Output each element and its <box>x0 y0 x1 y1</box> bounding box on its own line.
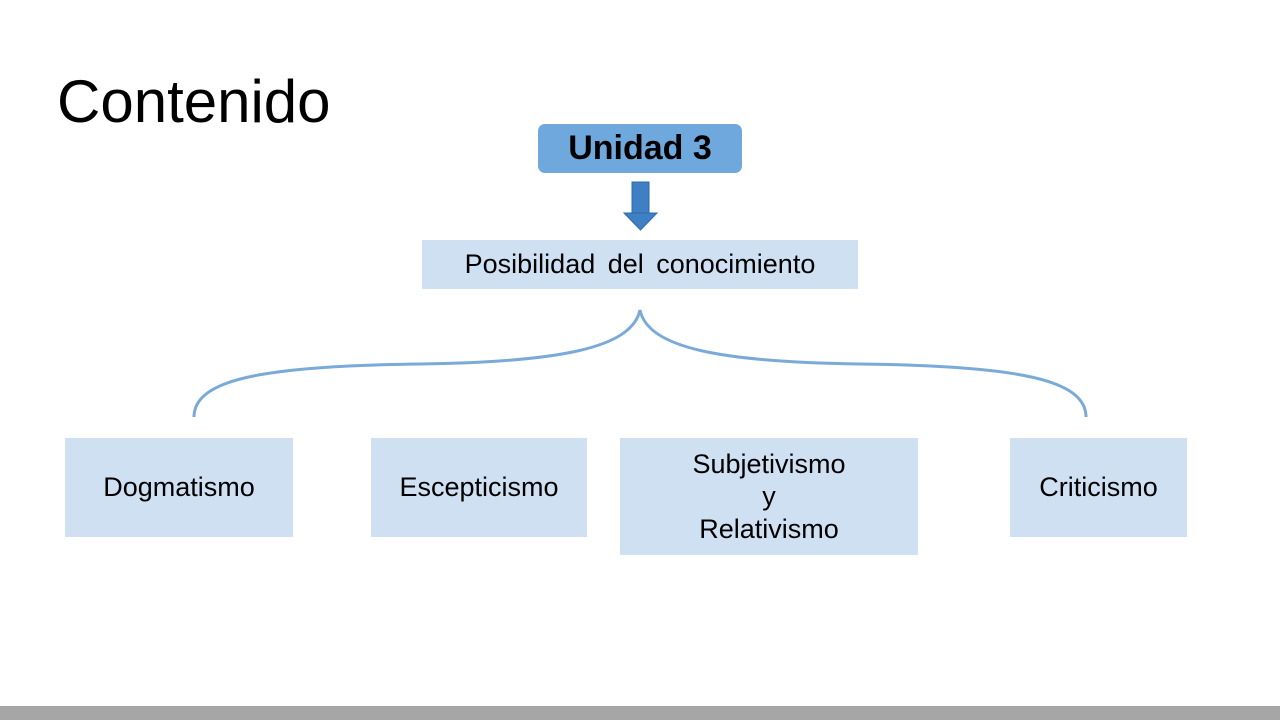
branch-box-subjetivismo-relativismo: Subjetivismo y Relativismo <box>620 438 918 555</box>
curly-brace-connector <box>192 309 1088 418</box>
branch-box-dogmatismo: Dogmatismo <box>65 438 293 537</box>
branch-line: Subjetivismo <box>692 448 846 479</box>
branch-line: y <box>762 481 776 512</box>
unit-label-box: Unidad 3 <box>538 124 742 173</box>
topic-box: Posibilidad del conocimiento <box>422 240 858 289</box>
arrow-down-icon <box>622 181 659 231</box>
footer-bar <box>0 706 1280 720</box>
branch-line: Relativismo <box>699 513 839 544</box>
branch-box-escepticismo: Escepticismo <box>371 438 587 537</box>
slide-title: Contenido <box>57 68 331 135</box>
branch-box-criticismo: Criticismo <box>1010 438 1187 537</box>
